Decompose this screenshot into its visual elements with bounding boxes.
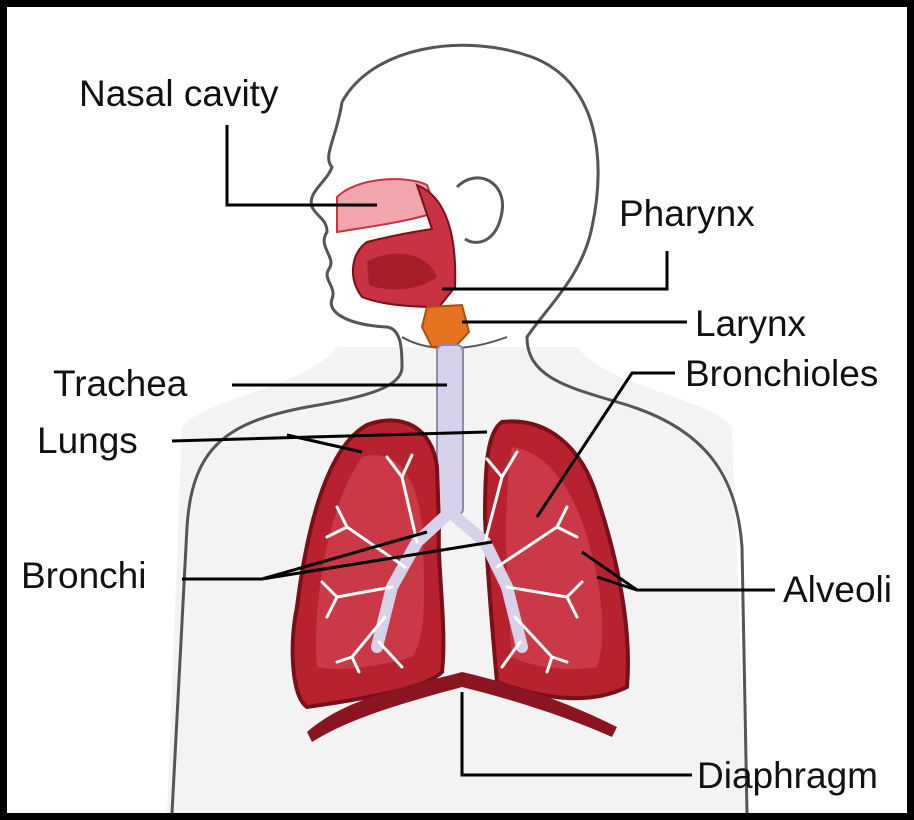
label-larynx: Larynx [695,303,806,345]
label-nasal-cavity: Nasal cavity [79,73,278,115]
leader-pharynx [442,251,667,289]
label-pharynx: Pharynx [619,193,755,235]
label-lungs: Lungs [37,420,138,462]
label-diaphragm: Diaphragm [697,755,878,797]
respiratory-system-illustration [7,7,907,813]
label-bronchi: Bronchi [21,555,146,597]
label-alveoli: Alveoli [783,569,892,611]
label-bronchioles: Bronchioles [685,353,878,395]
trachea-shape [437,345,463,515]
larynx-shape [422,305,469,347]
label-trachea: Trachea [53,363,187,405]
ear [457,178,503,243]
